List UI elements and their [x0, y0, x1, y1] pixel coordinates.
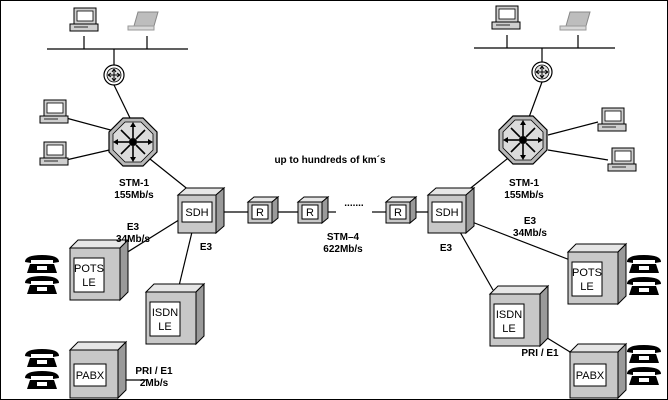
stm4-label: STM–4 — [327, 232, 360, 243]
phone-icon — [627, 255, 661, 273]
le-label: LE — [82, 277, 95, 289]
le-label: LE — [502, 323, 515, 335]
pots-le-right: POTS LE — [566, 242, 628, 306]
pri-rate-label-left: 2Mb/s — [140, 378, 169, 389]
isdn-le-left: ISDN LE — [144, 282, 206, 346]
sdh-label: SDH — [185, 207, 208, 219]
pri-label-left: PRI / E1 — [135, 366, 173, 377]
pots-label: POTS — [572, 267, 602, 279]
pabx-left: PABX — [68, 340, 128, 400]
e3-label-right: E3 — [524, 216, 537, 227]
phone-icon — [25, 349, 59, 367]
laptop-icon — [559, 11, 591, 31]
phone-icon — [25, 371, 59, 389]
router-icon — [531, 61, 553, 83]
le-label: LE — [580, 281, 593, 293]
e3-label-right-lower: E3 — [440, 243, 453, 254]
sdh-node-left: SDH — [176, 186, 226, 235]
repeater-node: R — [384, 195, 418, 225]
distance-label: up to hundreds of km´s — [274, 155, 386, 166]
stm1-label-right: STM-1 — [509, 178, 539, 189]
le-label: LE — [158, 321, 171, 333]
stm4-rate-label: 622Mb/s — [323, 244, 363, 255]
phone-icon — [627, 277, 661, 295]
ellipsis-label: ....... — [344, 198, 364, 209]
e3-label-left: E3 — [127, 222, 140, 233]
pabx-label: PABX — [76, 370, 105, 382]
isdn-le-right: ISDN LE — [488, 284, 550, 348]
stm1-label-left: STM-1 — [119, 178, 149, 189]
repeater-node: R — [296, 195, 330, 225]
pc-icon — [597, 107, 627, 132]
laptop-icon — [127, 11, 159, 31]
repeater-label: R — [256, 207, 264, 219]
pc-icon — [607, 147, 637, 172]
pabx-label: PABX — [576, 370, 605, 382]
pots-le-left: POTS LE — [68, 238, 130, 302]
isdn-label: ISDN — [152, 307, 178, 319]
repeater-label: R — [394, 207, 402, 219]
router-icon — [103, 64, 125, 86]
switch-icon — [108, 117, 158, 167]
switch-icon — [498, 115, 548, 165]
pri-label-right: PRI / E1 — [521, 348, 559, 359]
e3-rate-label-right: 34Mb/s — [513, 228, 547, 239]
sdh-node-right: SDH — [426, 186, 476, 235]
pc-icon — [39, 141, 69, 166]
pc-icon — [491, 5, 521, 30]
repeater-label: R — [306, 207, 314, 219]
phone-icon — [25, 276, 59, 294]
pc-icon — [69, 7, 99, 32]
pots-label: POTS — [74, 263, 104, 275]
stm1-rate-label-left: 155Mb/s — [114, 190, 154, 201]
isdn-label: ISDN — [496, 309, 522, 321]
phone-icon — [25, 255, 59, 273]
pc-icon — [39, 99, 69, 124]
phone-icon — [627, 367, 661, 385]
e3-label-left-lower: E3 — [200, 242, 213, 253]
sdh-label: SDH — [435, 207, 458, 219]
phone-icon — [627, 345, 661, 363]
e3-rate-label-left: 34Mb/s — [116, 234, 150, 245]
stm1-rate-label-right: 155Mb/s — [504, 190, 544, 201]
repeater-node: R — [246, 195, 280, 225]
pabx-right: PABX — [568, 342, 628, 400]
